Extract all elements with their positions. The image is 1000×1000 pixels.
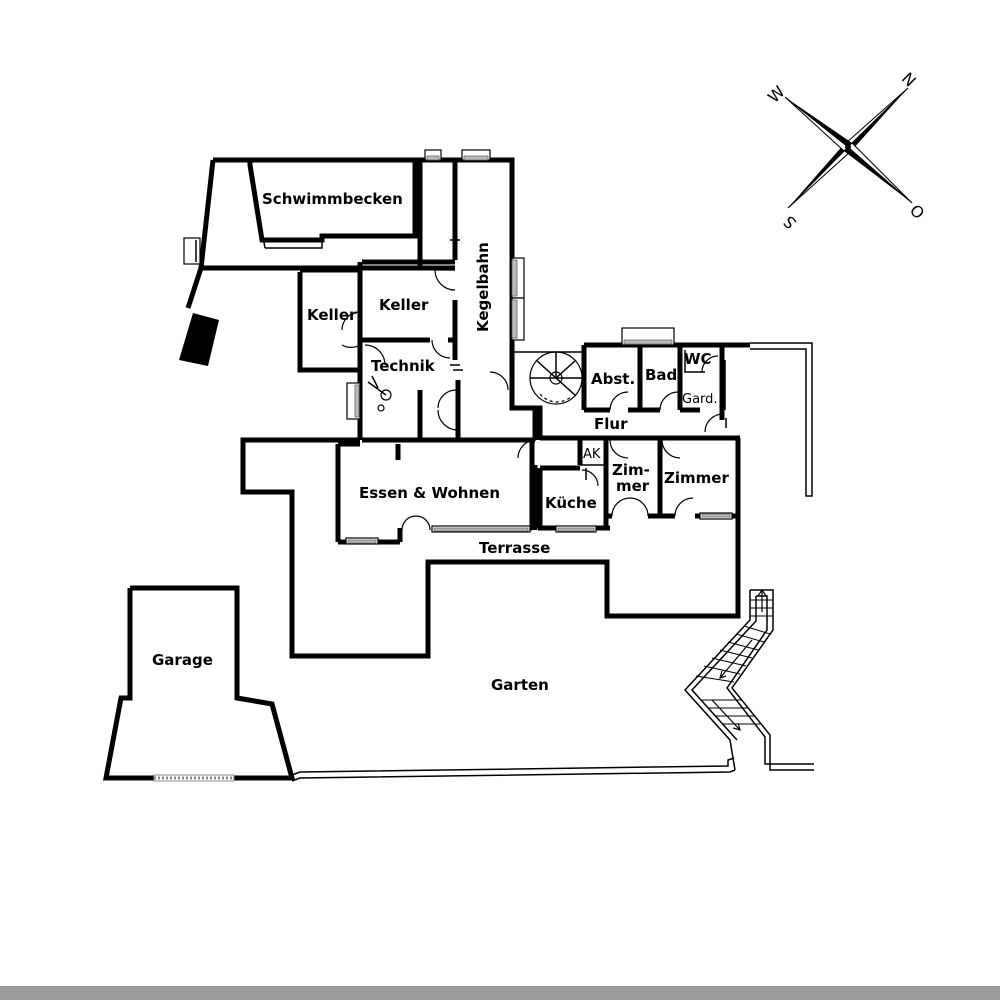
label-keller-right: Keller — [379, 296, 429, 314]
garage-walls — [102, 585, 296, 782]
label-ak: AK — [583, 447, 601, 462]
spiral-staircase-icon — [509, 351, 584, 440]
bottom-bar — [0, 986, 1000, 1000]
label-gard: Gard. — [682, 392, 718, 407]
label-essen-wohnen: Essen & Wohnen — [359, 484, 500, 502]
label-bad: Bad — [645, 366, 677, 384]
label-zimmer-left-line1: Zim- — [612, 461, 650, 479]
label-abst: Abst. — [591, 370, 635, 388]
living-and-terrace-walls — [240, 437, 741, 659]
outdoor-staircase-icon — [683, 588, 814, 771]
compass-east: O — [906, 201, 928, 223]
label-garten: Garten — [491, 676, 549, 694]
garden-boundary — [291, 757, 736, 782]
right-wing-walls — [517, 327, 813, 540]
label-garage: Garage — [152, 651, 213, 669]
label-flur: Flur — [594, 415, 628, 433]
label-terrasse: Terrasse — [479, 539, 550, 557]
label-kegelbahn: Kegelbahn — [474, 242, 492, 332]
label-schwimmbecken: Schwimmbecken — [262, 190, 403, 208]
label-kueche: Küche — [545, 494, 597, 512]
compass-rose: N W S O — [764, 69, 928, 233]
technik-equipment-icon — [367, 375, 392, 412]
label-zimmer-left-line2: mer — [616, 477, 650, 495]
compass-north: N — [898, 69, 920, 91]
compass-south: S — [780, 212, 801, 233]
building-walls — [179, 149, 584, 443]
label-wc: WC — [684, 350, 712, 368]
label-zimmer-right: Zimmer — [664, 469, 729, 487]
compass-west: W — [764, 82, 789, 107]
label-technik: Technik — [371, 357, 436, 375]
label-keller-left: Keller — [307, 306, 357, 324]
